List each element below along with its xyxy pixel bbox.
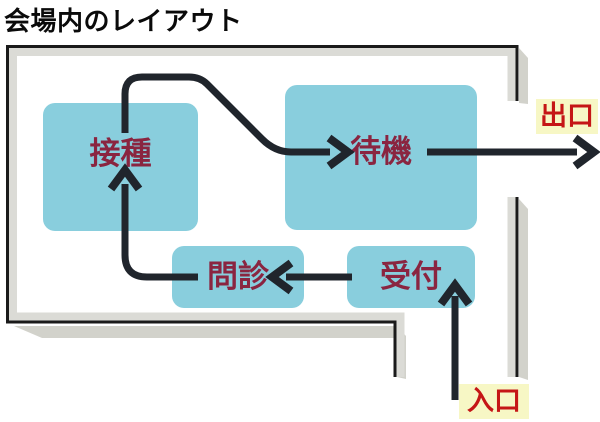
station-label-reception: 受付 <box>380 259 442 295</box>
wall-shadows <box>14 48 528 380</box>
station-box-waiting: 待機 <box>285 85 477 230</box>
wall-shadow-right-top <box>519 48 528 104</box>
entrance-label-text: 入口 <box>467 386 521 417</box>
flow-arrow-vaccination-to-waiting <box>121 73 330 156</box>
arrowhead-up-reception <box>437 278 473 307</box>
station-label-interview: 問診 <box>207 259 269 295</box>
station-label-vaccination: 接種 <box>89 136 152 172</box>
wall-outline-main <box>6 45 519 377</box>
wall-shadow-bottom <box>14 326 396 338</box>
arrowhead-right-exit <box>572 134 600 170</box>
exit-label: 出口 <box>536 99 598 134</box>
flow-arrowheads <box>107 134 600 307</box>
wall-bevel-main <box>9 48 516 377</box>
wall-bevels <box>9 48 516 377</box>
page-title: 会場内のレイアウト <box>4 7 243 37</box>
arrowhead-up-vaccination <box>107 163 143 192</box>
arrowhead-right-waiting <box>326 134 355 170</box>
entrance-label: 入口 <box>459 384 529 419</box>
flow-arrows <box>121 73 577 400</box>
arrowhead-left-interview <box>265 259 294 295</box>
wall-shadow-right-bottom <box>519 199 528 380</box>
station-label-waiting: 待機 <box>350 134 412 170</box>
exit-label-text: 出口 <box>540 101 594 132</box>
flow-arrow-interview-to-vaccination <box>121 184 198 281</box>
wall-outlines <box>6 45 519 377</box>
station-box-vaccination: 接種 <box>43 103 198 231</box>
